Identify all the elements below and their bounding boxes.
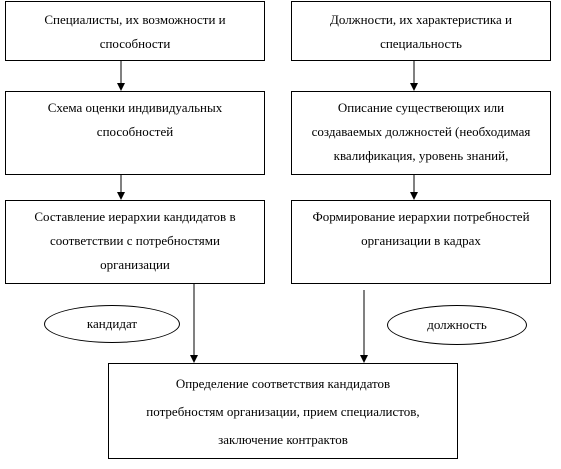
- box-candidate-hierarchy-line-1: Составление иерархии кандидатов в: [34, 209, 236, 224]
- box-assessment-scheme-line-1: Схема оценки индивидуальных: [47, 100, 223, 115]
- ellipse-candidate-label: кандидат: [86, 316, 138, 331]
- box-positions-description-line-2: создаваемых должностей (необходимая: [311, 124, 531, 139]
- box-assessment-scheme: Схема оценки индивидуальных способностей: [5, 91, 265, 175]
- box-candidate-hierarchy: Составление иерархии кандидатов в соотве…: [5, 200, 265, 284]
- box-needs-hierarchy-line-1: Формирование иерархии потребностей: [312, 209, 530, 224]
- box-candidate-hierarchy-line-2: соответствии с потребностями: [50, 233, 220, 248]
- box-candidate-hierarchy-line-3: организации: [100, 257, 170, 272]
- box-specialists: Специалисты, их возможности и способност…: [5, 1, 265, 61]
- box-matching-line-3: заключение контрактов: [218, 432, 348, 447]
- ellipse-position-label: должность: [427, 317, 487, 332]
- box-positions-description-line-3: квалификация, уровень знаний,: [333, 148, 509, 163]
- box-specialists-line-2: способности: [99, 36, 171, 51]
- box-positions-description-line-1: Описание существеющих или: [337, 100, 505, 115]
- box-assessment-scheme-line-2: способностей: [96, 124, 174, 139]
- box-matching-line-2: потребностям организации, прием специали…: [146, 404, 420, 419]
- ellipse-position: должность: [387, 305, 527, 345]
- box-specialists-line-1: Специалисты, их возможности и: [44, 12, 226, 27]
- box-positions-line-2: специальность: [380, 36, 462, 51]
- box-matching-line-1: Определение соответствия кандидатов: [175, 376, 391, 391]
- box-positions: Должности, их характеристика и специальн…: [291, 1, 551, 61]
- box-positions-description: Описание существеющих или создаваемых до…: [291, 91, 551, 175]
- box-positions-line-1: Должности, их характеристика и: [330, 12, 512, 27]
- ellipse-candidate: кандидат: [44, 305, 180, 343]
- box-needs-hierarchy: Формирование иерархии потребностей орган…: [291, 200, 551, 284]
- box-matching: Определение соответствия кандидатов потр…: [108, 363, 458, 459]
- box-needs-hierarchy-line-2: организации в кадрах: [361, 233, 481, 248]
